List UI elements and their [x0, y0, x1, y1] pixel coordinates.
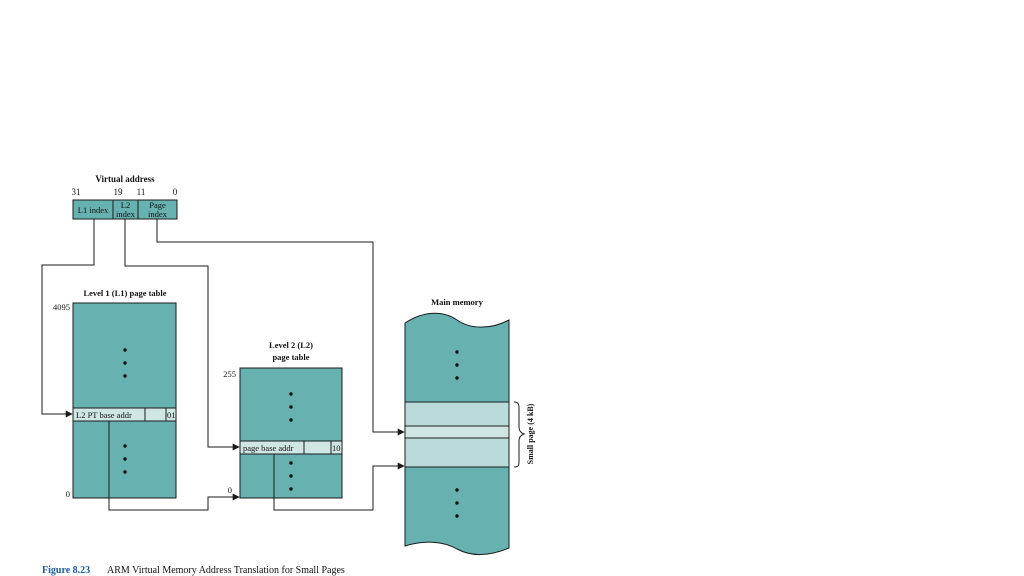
l2-table-title-line2: page table	[272, 352, 309, 362]
l2-ellipsis-dot	[289, 405, 293, 409]
bit-label-11: 11	[137, 187, 146, 197]
main-memory: Main memory Small page (4 kB)	[404, 297, 535, 555]
small-page-label: Small page (4 kB)	[526, 403, 535, 464]
bit-label-31: 31	[72, 187, 81, 197]
l2-entry-label: page base addr	[243, 443, 294, 453]
small-page-block	[404, 401, 510, 427]
page-base-arrow	[273, 454, 405, 511]
virtual-address-title: Virtual address	[95, 174, 155, 184]
bit-label-0: 0	[173, 187, 178, 197]
l1-entry-label: L2 PT base addr	[76, 410, 132, 420]
l2-index-arrow	[124, 219, 240, 451]
memory-ellipsis-dot	[455, 501, 459, 505]
l1-entry	[72, 407, 177, 422]
small-page-block	[404, 425, 510, 439]
memory-ellipsis-dot	[455, 363, 459, 367]
l1-ellipsis-dot	[123, 348, 127, 352]
l1-table-title: Level 1 (L1) page table	[83, 288, 166, 298]
l2-top-index: 255	[223, 369, 236, 379]
small-page-brace	[513, 401, 526, 468]
l2-entry-flags: 10	[332, 443, 341, 453]
l2-ellipsis-dot	[289, 474, 293, 478]
l1-ellipsis-dot	[123, 374, 127, 378]
l2-page-table: Level 2 (L2) page table 255 0 page base …	[223, 340, 343, 499]
l1-page-table: Level 1 (L1) page table 4095 0 L2 PT bas…	[53, 288, 177, 499]
l1-top-index: 4095	[53, 302, 70, 312]
va-field-l2-label-2: index	[116, 209, 136, 219]
l2-ellipsis-dot	[289, 461, 293, 465]
figure-number: Figure 8.23	[42, 565, 90, 576]
l2-ellipsis-dot	[289, 392, 293, 396]
l1-ellipsis-dot	[123, 470, 127, 474]
l1-index-arrow	[41, 219, 95, 418]
small-page-block	[404, 437, 510, 468]
l1-ellipsis-dot	[123, 361, 127, 365]
l1-table-body	[72, 302, 177, 499]
virtual-address: Virtual address 31 19 11 0 L1 index L2 i…	[72, 174, 178, 220]
connectors	[41, 219, 405, 511]
memory-ellipsis-dot	[455, 514, 459, 518]
l2-entry	[239, 440, 343, 455]
l1-ellipsis-dot	[123, 444, 127, 448]
figure-caption-text: ARM Virtual Memory Address Translation f…	[107, 565, 345, 576]
l1-bottom-index: 0	[66, 489, 70, 499]
l2-pt-base-arrow	[108, 421, 240, 511]
l2-table-title-line1: Level 2 (L2)	[269, 340, 313, 350]
page-index-arrow	[156, 219, 405, 436]
figure-caption: Figure 8.23 ARM Virtual Memory Address T…	[42, 565, 345, 576]
l2-ellipsis-dot	[289, 487, 293, 491]
l2-table-body	[239, 367, 343, 499]
main-memory-title: Main memory	[431, 297, 483, 307]
l2-bottom-index: 0	[228, 485, 232, 495]
va-field-page-label-1: Page	[149, 200, 166, 210]
va-field-l1-index-label: L1 index	[78, 205, 109, 215]
l1-entry-flags: 01	[167, 410, 176, 420]
va-field-l2-label-1: L2	[121, 200, 130, 210]
l1-ellipsis-dot	[123, 457, 127, 461]
l2-ellipsis-dot	[289, 418, 293, 422]
memory-ellipsis-dot	[455, 376, 459, 380]
memory-ellipsis-dot	[455, 350, 459, 354]
memory-ellipsis-dot	[455, 488, 459, 492]
va-field-page-label-2: index	[148, 209, 168, 219]
bit-label-19: 19	[114, 187, 124, 197]
